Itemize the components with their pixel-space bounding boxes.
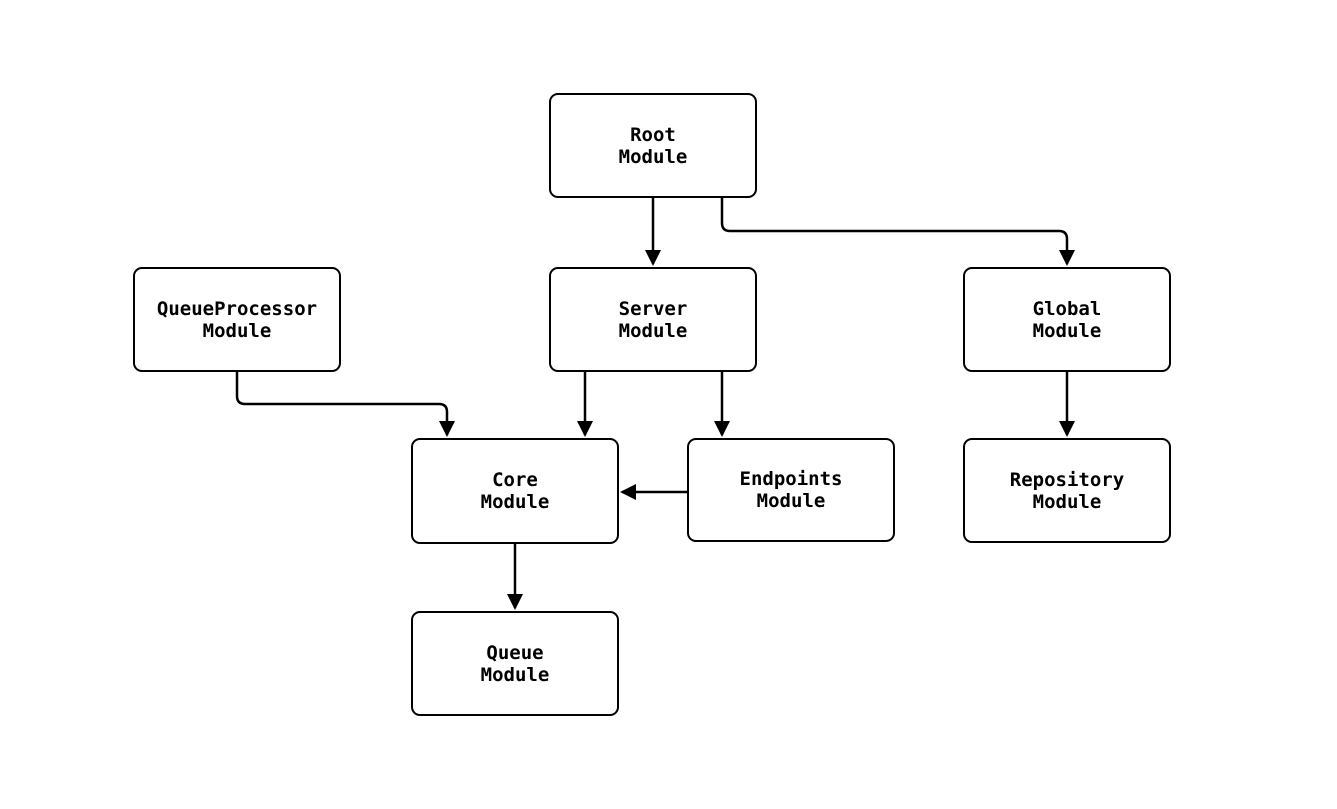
- node-queue-label: Queue Module: [480, 641, 550, 686]
- node-server-label: Server Module: [618, 297, 688, 342]
- node-root-label: Root Module: [618, 123, 688, 168]
- node-global: Global Module: [963, 267, 1171, 372]
- node-endpoints-label: Endpoints Module: [739, 468, 843, 512]
- node-endpoints: Endpoints Module: [687, 438, 895, 542]
- node-repository: Repository Module: [963, 438, 1171, 543]
- node-core-label: Core Module: [480, 469, 550, 513]
- node-core: Core Module: [411, 438, 619, 544]
- node-queue: Queue Module: [411, 611, 619, 716]
- node-root: Root Module: [549, 93, 757, 198]
- node-queueprocessor-label: QueueProcessor Module: [156, 297, 318, 342]
- node-server: Server Module: [549, 267, 757, 372]
- edge-root-to-global: [720, 198, 1075, 266]
- node-global-label: Global Module: [1032, 297, 1102, 342]
- edge-queueprocessor-to-core: [235, 372, 455, 437]
- node-queueprocessor: QueueProcessor Module: [133, 267, 341, 372]
- node-repository-label: Repository Module: [1009, 468, 1125, 513]
